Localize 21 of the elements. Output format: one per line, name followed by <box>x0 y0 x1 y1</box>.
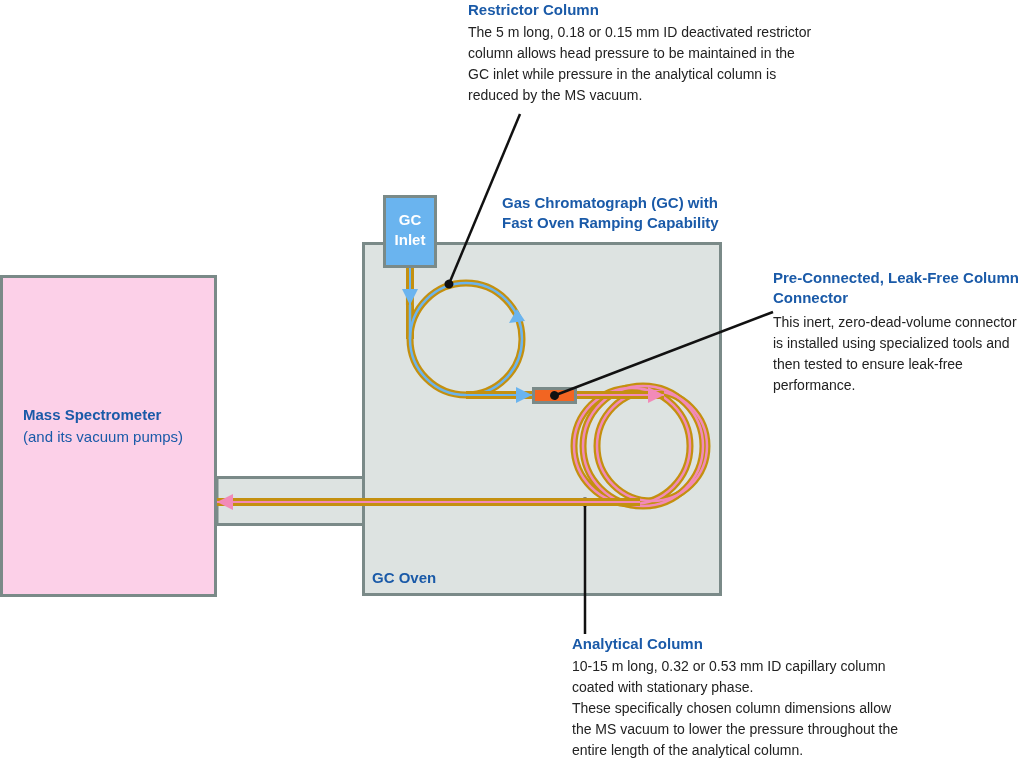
column-tube <box>402 268 418 306</box>
leader-line <box>550 310 774 400</box>
instrument-label: Mass Spectrometer <box>23 405 163 425</box>
gc-inlet-box <box>383 195 437 268</box>
restrictor-coil <box>406 279 526 399</box>
oven-label: GC Oven <box>372 568 438 588</box>
instrument-note: (and its vacuum pumps) <box>23 427 185 447</box>
callout-text: These specifically chosen column dimensions allow the MS vacuum to lower the pressure throughout the entire length of the analytical column. <box>572 699 900 760</box>
callout-heading: Restrictor Column <box>468 0 600 20</box>
callout-heading: Analytical Column <box>572 634 704 654</box>
column-tube <box>217 494 640 510</box>
column-tube <box>577 387 664 403</box>
column-tube <box>466 387 532 403</box>
callout-text: The 5 m long, 0.18 or 0.15 mm ID deactivated restrictor column allows head pressure to be maintained in the GC inlet while pressure in the analytical column is reduced by the MS vacuum. <box>468 23 813 105</box>
inlet-label: GC Inlet <box>393 210 427 250</box>
callout-text: 10-15 m long, 0.32 or 0.53 mm ID capillary column coated with stationary phase. <box>572 657 887 697</box>
leader-line <box>444 113 522 289</box>
callout-heading: Pre-Connected, Leak-Free Column Connector <box>773 268 1020 308</box>
instrument-heading: Gas Chromatograph (GC) with Fast Oven Ramping Capability <box>502 193 720 233</box>
mass-spectrometer-box <box>0 275 217 597</box>
callout-text: This inert, zero-dead-volume connector is installed using specialized tools and then tested to ensure leak-free performance. <box>773 313 1018 395</box>
